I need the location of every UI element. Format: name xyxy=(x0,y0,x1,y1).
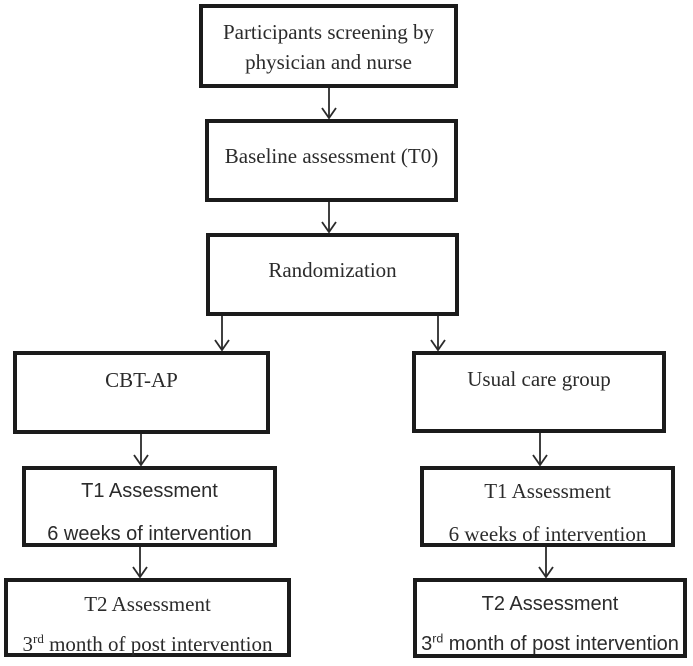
node-t2-right-line1: T2 Assessment xyxy=(481,593,619,615)
node-t1-left-line1: T1 Assessment xyxy=(81,480,218,502)
node-cbt-ap-label: CBT-AP xyxy=(105,368,178,392)
arrow-randomization-to-usual-care xyxy=(430,316,446,352)
node-t1-right-line2: 6 weeks of intervention xyxy=(448,522,647,546)
node-t2-right-line2: 3rd month of post intervention xyxy=(421,631,679,655)
node-screening: Participants screening by physician and … xyxy=(199,4,458,88)
node-usual-care: Usual care group xyxy=(412,351,666,433)
node-usual-care-label: Usual care group xyxy=(467,367,611,391)
node-cbt-ap: CBT-AP xyxy=(13,351,270,434)
node-t1-right-line1: T1 Assessment xyxy=(484,479,611,503)
node-t1-assessment-left: T1 Assessment 6 weeks of intervention xyxy=(22,466,277,547)
node-t2-left-line2: 3rd month of post intervention xyxy=(22,631,273,656)
arrow-randomization-to-cbt-ap xyxy=(214,316,230,352)
arrow-t1-right-to-t2-right xyxy=(538,547,554,579)
arrow-usual-care-to-t1-right xyxy=(532,433,548,467)
arrow-screening-to-baseline xyxy=(321,88,337,120)
arrow-baseline-to-randomization xyxy=(321,202,337,234)
node-randomization-label: Randomization xyxy=(268,258,397,282)
arrow-cbt-ap-to-t1-left xyxy=(133,434,149,467)
node-screening-line1: Participants screening by xyxy=(222,20,435,44)
node-screening-line2: physician and nurse xyxy=(245,50,412,74)
ordinal-superscript: rd xyxy=(33,631,44,646)
node-baseline-assessment: Baseline assessment (T0) xyxy=(205,119,458,202)
ordinal-superscript: rd xyxy=(432,631,444,646)
node-t2-left-line1: T2 Assessment xyxy=(84,592,211,616)
node-t1-assessment-right: T1 Assessment 6 weeks of intervention xyxy=(420,466,675,547)
node-t2-assessment-right: T2 Assessment 3rd month of post interven… xyxy=(413,578,687,658)
node-t2-assessment-left: T2 Assessment 3rd month of post interven… xyxy=(4,578,291,657)
node-baseline-label: Baseline assessment (T0) xyxy=(224,144,439,168)
node-randomization: Randomization xyxy=(206,233,459,316)
arrow-t1-left-to-t2-left xyxy=(132,547,148,579)
node-t1-left-line2: 6 weeks of intervention xyxy=(47,523,252,545)
